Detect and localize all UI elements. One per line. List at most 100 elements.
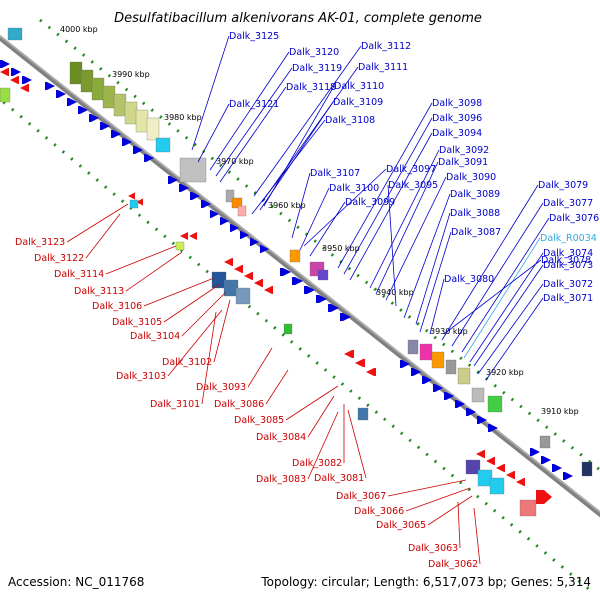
reverse-gene-label: Dalk_3085 (234, 415, 284, 426)
forward-label-leader (419, 231, 452, 333)
forward-gene-label: Dalk_3125 (229, 31, 279, 42)
forward-gene-label: Dalk_3080 (444, 274, 494, 285)
forward-gene-arrow (45, 82, 55, 90)
gene-block-cyan (489, 477, 505, 495)
reverse-gene-arrow (476, 450, 485, 458)
reverse-gene-arrow (486, 457, 495, 465)
gene-block-olive (146, 117, 160, 141)
reverse-gene-label: Dalk_3105 (112, 317, 162, 328)
reverse-gene-label: Dalk_3093 (196, 382, 246, 393)
reverse-gene-arrow (128, 192, 136, 200)
reverse-gene-arrow (20, 84, 29, 92)
forward-gene-arrow (477, 416, 487, 424)
gene-block-olive (91, 77, 105, 101)
forward-gene-label: Dalk_3091 (438, 157, 488, 168)
reverse-gene-label: Dalk_3113 (74, 286, 124, 297)
gene-block-navy (581, 461, 593, 477)
forward-gene-label: Dalk_3088 (450, 208, 500, 219)
reverse-gene-arrow (264, 286, 273, 294)
map-title: Desulfatibacillum alkenivorans AK-01, co… (114, 11, 482, 26)
forward-gene-label: Dalk_3094 (432, 128, 482, 139)
forward-gene-arrow (67, 98, 77, 106)
gene-block-cyan (155, 137, 171, 153)
forward-gene-arrow (89, 114, 99, 122)
reverse-gene-arrow (344, 350, 354, 358)
reverse-gene-label: Dalk_3084 (256, 432, 306, 443)
forward-gene-label: Dalk_3073 (543, 260, 593, 271)
forward-label-leader (403, 193, 451, 319)
gene-block-gray (445, 359, 457, 375)
forward-label-leader (261, 66, 359, 203)
backbone-highlight (0, 34, 600, 514)
forward-label-leader (219, 86, 287, 183)
forward-gene-label: Dalk_3110 (334, 81, 384, 92)
forward-gene-arrow (111, 130, 121, 138)
forward-label-leader (191, 35, 230, 151)
reverse-label-leader (473, 507, 481, 565)
kbp-tick-label: 3970 kbp (216, 157, 254, 166)
forward-label-leader (299, 187, 330, 251)
reverse-gene-arrow (366, 368, 376, 376)
reverse-gene-arrow (189, 232, 197, 240)
reverse-label-leader (181, 291, 227, 337)
gene-block-gray (471, 387, 485, 403)
forward-gene-arrow (56, 90, 66, 98)
kbp-tick-label: 3990 kbp (112, 70, 150, 79)
reverse-gene-arrow (234, 265, 243, 273)
gene-block-orange (231, 197, 243, 209)
reverse-label-leader (347, 409, 367, 479)
forward-gene-arrow (552, 464, 562, 472)
forward-label-leader (309, 201, 346, 257)
reverse-gene-label: Dalk_3082 (292, 458, 342, 469)
gene-block-olive (135, 109, 149, 133)
forward-gene-arrow (179, 184, 189, 192)
forward-gene-label: Dalk_3112 (361, 41, 411, 52)
forward-label-leader (209, 51, 290, 171)
gene-block-khaki (457, 367, 471, 385)
reverse-label-leader (387, 479, 467, 497)
forward-gene-arrow (210, 210, 219, 218)
forward-label-leader (451, 202, 544, 347)
reverse-label-leader (457, 501, 461, 549)
reverse-label-leader (265, 369, 289, 405)
reverse-gene-label: Dalk_3063 (408, 543, 458, 554)
forward-gene-label: Dalk_3109 (333, 97, 383, 108)
forward-label-leader (385, 176, 447, 301)
gene-block-magenta (419, 343, 433, 361)
reverse-gene-arrow (254, 279, 263, 287)
reverse-gene-label: Dalk_3062 (428, 559, 478, 570)
gene-block-purple (465, 459, 481, 475)
reverse-gene-label: Dalk_3083 (256, 474, 306, 485)
gene-block-pink (519, 499, 537, 517)
forward-label-leader (291, 172, 311, 239)
reverse-gene-arrow (10, 76, 19, 84)
gene-block-lime (0, 87, 11, 103)
gene-block-slate (407, 339, 419, 355)
forward-gene-label: Dalk_3095 (388, 180, 438, 191)
reverse-label-leader (247, 347, 273, 388)
gene-block-orange (431, 351, 445, 369)
reverse-gene-label: Dalk_3122 (34, 253, 84, 264)
accession-text: Accession: NC_011768 (8, 575, 144, 589)
forward-gene-label: Dalk_3121 (229, 99, 279, 110)
kbp-tick-label: 3920 kbp (486, 368, 524, 377)
reverse-label-leader (285, 385, 339, 421)
reverse-gene-arrow (0, 68, 9, 76)
reverse-label-leader (307, 411, 339, 480)
forward-gene-arrow (190, 192, 200, 200)
reverse-gene-label: Dalk_3106 (92, 301, 142, 312)
reverse-gene-arrow (536, 490, 552, 504)
forward-label-leader (443, 259, 542, 335)
forward-gene-arrow (530, 448, 540, 456)
forward-gene-label: Dalk_3107 (310, 168, 360, 179)
forward-gene-label: Dalk_3119 (292, 63, 342, 74)
reverse-label-leader (143, 277, 215, 307)
forward-label-leader (485, 297, 544, 381)
kbp-tick-label: 3960 kbp (268, 201, 306, 210)
forward-gene-arrow (411, 368, 421, 376)
reverse-label-leader (105, 245, 177, 275)
reverse-gene-arrow (506, 471, 515, 479)
